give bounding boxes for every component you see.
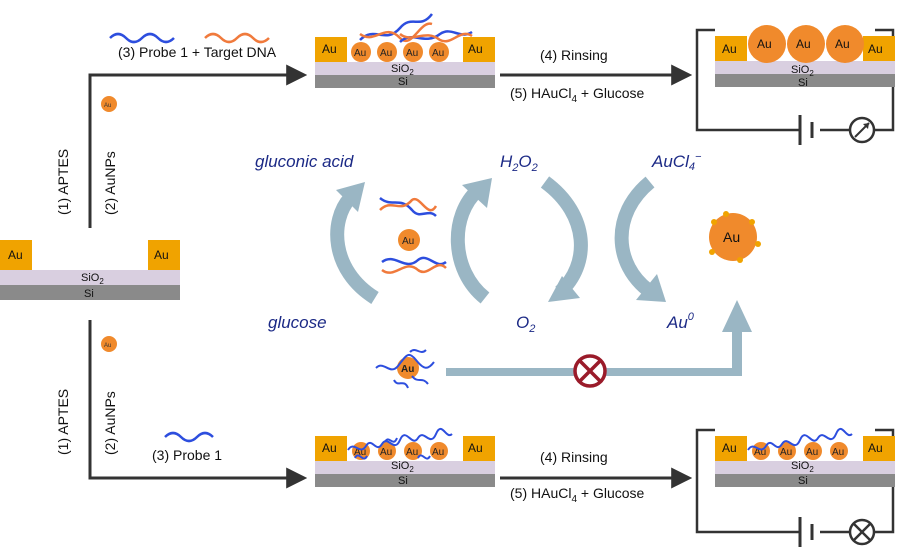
svg-text:Au: Au [468,42,483,56]
circuit-conductive: Au Au Au Au Au SiO2 Si [695,25,895,145]
chip-hybridized: Au Au Au Au Au Au SiO2 Si [315,13,495,88]
svg-text:Au: Au [380,48,392,59]
svg-text:Au: Au [322,42,337,56]
dna-aunp-complex: Au [379,196,447,274]
label-glucose: glucose [268,313,327,332]
label-o2: O2 [516,313,535,335]
svg-text:Au: Au [406,447,418,458]
au-particle-large: Au [709,211,761,263]
svg-text:Au: Au [104,343,111,349]
step-aunps-bottom: (2) AuNPs [102,391,118,455]
svg-text:Au: Au [754,447,766,458]
sio2-label: SiO2 [81,272,104,286]
step-aunps-top: (2) AuNPs [102,151,118,215]
label-h2o2: H2O2 [500,152,538,174]
svg-text:Au: Au [835,37,850,51]
svg-text:SiO2: SiO2 [391,460,414,474]
si-label: Si [84,288,94,300]
svg-text:Au: Au [354,48,366,59]
step-haucl-top: (5) HAuCl4 + Glucose [510,85,645,105]
base-chip: Au Au SiO2 Si [0,240,180,300]
svg-text:Au: Au [868,42,883,56]
aunp-row-top: Au Au Au Au [351,42,449,62]
label-aucl4: AuCl4− [651,151,702,173]
step-probe1: (3) Probe 1 [152,447,222,463]
label-gluconic-acid: gluconic acid [255,152,354,171]
step-aptes-bottom: (1) APTES [55,389,71,455]
svg-text:Au: Au [432,48,444,59]
svg-text:SiO2: SiO2 [791,64,814,78]
step-probe-target: (3) Probe 1 + Target DNA [118,44,277,60]
svg-text:Si: Si [798,77,808,89]
chip-probe-only: Au Au Au Au Au Au SiO2 Si [315,427,495,487]
catalytic-cycle [330,176,752,376]
probe-dna-icon-bottom [164,431,214,443]
aunp-icon-top: Au [101,96,117,112]
svg-text:Au: Au [796,37,811,51]
svg-text:Au: Au [832,447,844,458]
step-aptes-top: (1) APTES [55,149,71,215]
svg-text:Au: Au [354,447,366,458]
probe-dna-icon [109,32,175,44]
svg-text:Au: Au [402,236,414,247]
step-rinsing-top: (4) Rinsing [540,47,608,63]
circuit-blocked: Au Au Au Au Au Au SiO2 Si [695,427,895,547]
svg-text:Au: Au [722,441,737,455]
au-electrode-left: Au [8,248,23,262]
lower-path-arrow [88,320,308,489]
step-rinsing-bottom: (4) Rinsing [540,449,608,465]
svg-text:Au: Au [380,447,392,458]
svg-text:Au: Au [868,441,883,455]
svg-text:Au: Au [757,37,772,51]
label-au0: Au0 [666,311,695,332]
svg-text:Au: Au [806,447,818,458]
svg-text:Si: Si [398,475,408,487]
inhibit-icon [573,354,607,388]
svg-text:Au: Au [401,364,414,375]
svg-text:Au: Au [432,447,444,458]
svg-text:Au: Au [780,447,792,458]
blocked-lamp-icon [848,518,876,546]
step-haucl-bottom: (5) HAuCl4 + Glucose [510,485,645,505]
svg-text:Au: Au [723,229,740,245]
svg-text:Si: Si [398,76,408,88]
probe-wrapped-aunp: Au [375,349,435,389]
svg-text:Au: Au [322,441,337,455]
upper-path-arrow [88,64,308,228]
svg-text:SiO2: SiO2 [791,460,814,474]
svg-text:Au: Au [722,42,737,56]
aunp-icon-bottom: Au [101,336,117,352]
meter-icon [848,116,876,144]
svg-text:Au: Au [104,103,111,109]
svg-text:SiO2: SiO2 [391,63,414,77]
au-electrode-right: Au [154,248,169,262]
svg-text:Au: Au [406,48,418,59]
svg-text:Au: Au [468,441,483,455]
svg-text:Si: Si [798,475,808,487]
double-helix-dna [359,13,473,43]
target-dna-icon [204,32,270,44]
